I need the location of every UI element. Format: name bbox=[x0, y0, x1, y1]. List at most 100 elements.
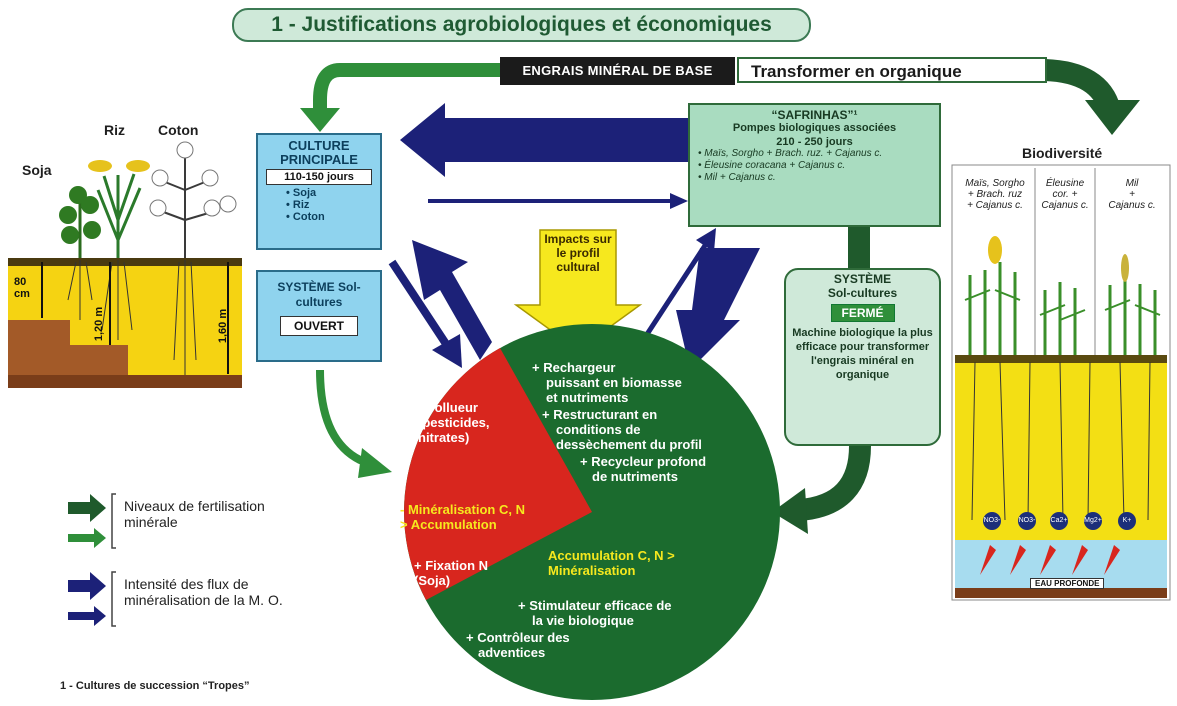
safrinhas-item-2: • Éleusine coracana + Cajanus c. bbox=[698, 160, 846, 171]
right-col-2-line-3: Cajanus c. bbox=[1041, 200, 1089, 211]
red-yellow-line-2: > Accumulation bbox=[400, 517, 497, 532]
green-line-6: dessèchement du profil bbox=[556, 437, 702, 452]
green-line-1: + Rechargeur bbox=[532, 360, 616, 375]
eau-profonde-label: EAU PROFONDE bbox=[1030, 578, 1105, 589]
safrinhas-item-3: • Mil + Cajanus c. bbox=[698, 172, 776, 183]
systeme-ouvert-box: SYSTÈME Sol-cultures OUVERT bbox=[256, 270, 382, 362]
arrow-safrinhas-to-culture bbox=[400, 103, 688, 177]
culture-crop-3: • Coton bbox=[286, 211, 325, 223]
ion-1: NO3- bbox=[983, 512, 1001, 530]
ferme-label: FERMÉ bbox=[830, 304, 895, 322]
red-fix-line-2: (Soja) bbox=[414, 573, 451, 588]
arrow-circle-to-culture bbox=[412, 240, 492, 360]
green-line-5: conditions de bbox=[556, 422, 641, 437]
right-col-2-line-2: cor. + bbox=[1052, 189, 1078, 200]
safrinhas-box: “SAFRINHAS”¹ Pompes biologiques associée… bbox=[688, 103, 941, 227]
legend-fert-line-2: minérale bbox=[124, 514, 178, 530]
legend-fert-thick-arrow bbox=[68, 494, 106, 522]
green-end-line-3: + Contrôleur des bbox=[466, 630, 570, 645]
ion-2: NO3- bbox=[1018, 512, 1036, 530]
arrow-right-to-circle bbox=[798, 445, 871, 521]
legend-flux: Intensité des flux de minéralisation de … bbox=[124, 576, 283, 608]
ouvert-label: OUVERT bbox=[280, 316, 358, 336]
right-col-3-text: Mil + Cajanus c. bbox=[1097, 178, 1167, 211]
green-sector-end: + Stimulateur efficace de la vie biologi… bbox=[466, 598, 706, 660]
green-end-line-4: adventices bbox=[478, 645, 546, 660]
culture-crop-1: • Soja bbox=[286, 187, 317, 199]
arrow-left-to-circle bbox=[316, 369, 374, 469]
coton-label: Coton bbox=[158, 122, 199, 138]
systeme-ferme-subtitle: Sol-cultures bbox=[827, 286, 898, 300]
depth-160-label: 1,60 m bbox=[217, 308, 230, 344]
left-plant-panel bbox=[8, 141, 242, 388]
systeme-ferme-title: SYSTÈME bbox=[833, 272, 892, 286]
right-col-2-text: Éleusine cor. + Cajanus c. bbox=[1037, 178, 1093, 211]
arrow-safrinhas-down bbox=[848, 226, 870, 268]
arrow-engrais-to-culture bbox=[313, 63, 500, 112]
safrinhas-item-1: • Maïs, Sorgho + Brach. ruz. + Cajanus c… bbox=[698, 148, 883, 159]
impacts-label: Impacts sur le profil cultural bbox=[544, 232, 612, 274]
safrinhas-title: “SAFRINHAS”¹ bbox=[771, 108, 858, 122]
culture-principale-box: CULTURE PRINCIPALE 110-150 jours • Soja … bbox=[256, 133, 382, 250]
green-line-4: + Restructurant en bbox=[542, 407, 658, 422]
culture-days: 110-150 jours bbox=[266, 169, 372, 185]
arrow-head-biodiversity bbox=[1085, 100, 1140, 135]
arrow-circle-to-safrinhas bbox=[637, 242, 709, 347]
green-end-line-1: + Stimulateur efficace de bbox=[518, 598, 672, 613]
right-col-1-line-3: + Cajanus c. bbox=[967, 200, 1023, 211]
right-col-1-line-1: Maïs, Sorgho bbox=[965, 178, 1025, 189]
biodiversite-label: Biodiversité bbox=[1022, 145, 1103, 161]
legend-fertilisation: Niveaux de fertilisation minérale bbox=[124, 498, 265, 530]
legend-fert-thin-arrow bbox=[68, 528, 106, 548]
legend-flux-thick-arrow bbox=[68, 572, 106, 600]
red-yellow-line-1: - Minéralisation C, N bbox=[400, 502, 525, 517]
systeme-ferme-desc: Machine biologique la plus efficace pour… bbox=[792, 327, 933, 381]
culture-crop-2: • Riz bbox=[286, 199, 310, 211]
green-yellow-line-2: Minéralisation bbox=[548, 563, 636, 578]
arrow-culture-to-circle bbox=[388, 259, 454, 353]
right-col-2-line-1: Éleusine bbox=[1045, 178, 1085, 189]
green-line-7: + Recycleur profond bbox=[580, 454, 707, 469]
legend-flux-thin-arrow bbox=[68, 606, 106, 626]
green-sector-text: + Rechargeur puissant en biomasse et nut… bbox=[532, 360, 762, 484]
depth-120-label: 1,20 m bbox=[93, 306, 106, 342]
soja-label: Soja bbox=[22, 162, 52, 178]
right-plant-panel bbox=[951, 164, 1171, 601]
systeme-ouvert-title: SYSTÈME Sol-cultures bbox=[277, 280, 361, 309]
green-line-2: puissant en biomasse bbox=[546, 375, 682, 390]
depth-80-label: 80 cm bbox=[14, 276, 36, 300]
red-line-1: - Pollueur bbox=[418, 400, 478, 415]
arrow-head-culture bbox=[300, 108, 340, 132]
safrinhas-subtitle: Pompes biologiques associées bbox=[732, 122, 897, 134]
right-col-3-line-2: + bbox=[1129, 189, 1135, 200]
right-col-3-line-1: Mil bbox=[1125, 178, 1139, 189]
safrinhas-days: 210 - 250 jours bbox=[776, 136, 853, 148]
diagram-title: 1 - Justifications agrobiologiques et éc… bbox=[232, 8, 811, 42]
ion-4: Mg2+ bbox=[1084, 512, 1102, 530]
engrais-mineral-label: ENGRAIS MINÉRAL DE BASE bbox=[500, 57, 735, 85]
legend-fert-line-1: Niveaux de fertilisation bbox=[124, 498, 265, 514]
green-line-3: et nutriments bbox=[546, 390, 629, 405]
arrow-safrinhas-to-circle bbox=[676, 248, 760, 370]
systeme-ferme-box: SYSTÈME Sol-cultures FERMÉ Machine biolo… bbox=[784, 268, 941, 446]
red-sector-mineralisation: - Minéralisation C, N > Accumulation bbox=[400, 502, 570, 532]
green-sector-accumulation: Accumulation C, N > Minéralisation bbox=[548, 548, 748, 578]
riz-label: Riz bbox=[104, 122, 125, 138]
red-line-3: nitrates) bbox=[418, 430, 470, 445]
green-line-8: de nutriments bbox=[592, 469, 678, 484]
legend-flux-line-1: Intensité des flux de bbox=[124, 576, 249, 592]
green-end-line-2: la vie biologique bbox=[532, 613, 634, 628]
red-sector-text: - Pollueur (pesticides, nitrates) bbox=[418, 400, 528, 445]
right-col-1-line-2: + Brach. ruz bbox=[967, 189, 1023, 200]
ion-3: Ca2+ bbox=[1050, 512, 1068, 530]
right-col-3-line-3: Cajanus c. bbox=[1108, 200, 1156, 211]
legend-flux-line-2: minéralisation de la M. O. bbox=[124, 592, 283, 608]
red-sector-fixation: + Fixation N (Soja) bbox=[414, 558, 534, 588]
red-fix-line-1: + Fixation N bbox=[414, 558, 489, 573]
footnote: 1 - Cultures de succession “Tropes” bbox=[60, 680, 250, 692]
red-line-2: (pesticides, bbox=[418, 415, 490, 430]
circle-red-sector bbox=[404, 348, 592, 600]
transformer-label: Transformer en organique bbox=[737, 57, 1047, 83]
culture-title: CULTURE PRINCIPALE bbox=[280, 138, 358, 167]
